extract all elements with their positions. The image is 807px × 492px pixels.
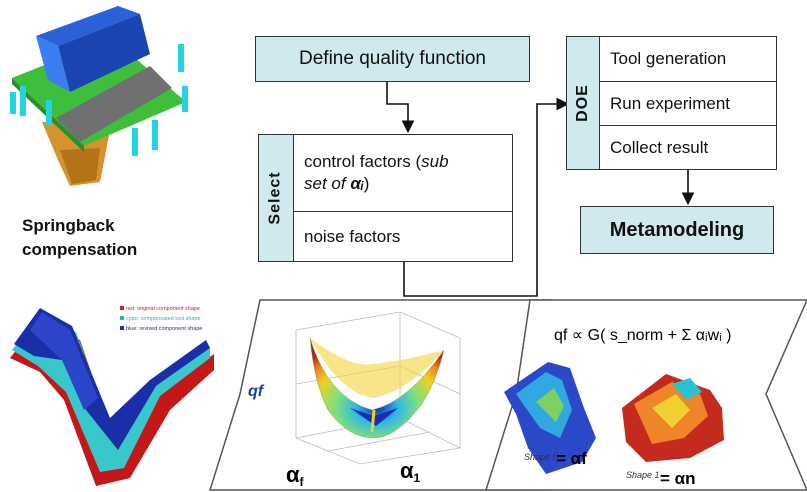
shape-f-caption: Shape f: [524, 452, 557, 462]
doe-step-label: Run experiment: [610, 93, 731, 113]
doe-step-label: Collect result: [610, 137, 709, 157]
quality-formula: qf ∝ G( s_norm + Σ αᵢwᵢ ): [554, 327, 731, 344]
control-factors-italic: sub: [421, 152, 449, 171]
surface-ylabel: qf: [248, 383, 265, 400]
metamodeling-label: Metamodeling: [609, 218, 745, 241]
control-factors-close: ): [363, 174, 370, 193]
legend-original: red: original component shape: [126, 306, 200, 312]
doe-step-label: Tool generation: [610, 49, 727, 68]
springback-part-illustration: [10, 6, 188, 186]
springback-caption-line1: Springback: [22, 216, 115, 235]
doe-step-collect-result: Collect result: [600, 125, 776, 169]
arrow-quality-to-select: [386, 82, 415, 134]
doe-label: DOE: [574, 84, 592, 122]
shape-1-caption: Shape 1: [626, 470, 660, 480]
select-label-box: Select: [258, 134, 294, 262]
doe-steps-box: Tool generation Run experiment Collect r…: [599, 36, 777, 170]
define-quality-function-label: Define quality function: [299, 48, 486, 69]
control-factors-cell: control factors (sub set of αᵢ): [294, 135, 512, 211]
shape-1-symbol: = αn: [660, 469, 696, 488]
arrow-select-to-doe: [403, 97, 570, 297]
metamodeling-box: Metamodeling: [580, 206, 774, 254]
noise-factors-label: noise factors: [304, 226, 401, 246]
springback-result-illustration: red: original component shape cyan: comp…: [10, 306, 214, 486]
legend-revised: blue: revised component shape: [126, 326, 202, 332]
doe-label-box: DOE: [566, 36, 600, 170]
doe-step-tool-generation: Tool generation: [600, 37, 776, 81]
quality-surface-panel: qf αf α1: [208, 299, 552, 491]
springback-caption-line2: compensation: [22, 240, 138, 259]
control-factors-italic2: set of: [304, 174, 351, 193]
shape-basis-panel: qf ∝ G( s_norm + Σ αᵢwᵢ ) Shape f = αf S…: [484, 299, 807, 491]
shape-f-illustration: [504, 362, 596, 474]
doe-step-run-experiment: Run experiment: [600, 81, 776, 125]
surface-xlabel-alpha-1: α1: [400, 458, 421, 485]
springback-caption: Springback compensation: [22, 214, 137, 262]
legend-compensated: cyan: compensated tool shape: [126, 316, 201, 322]
shape-1-illustration: [622, 374, 724, 462]
surface-xlabel-alpha-f: αf: [286, 462, 305, 489]
select-label: Select: [267, 171, 285, 225]
define-quality-function-box: Define quality function: [255, 36, 530, 82]
select-factors-box: control factors (sub set of αᵢ) noise fa…: [293, 134, 513, 262]
shape-f-symbol: = αf: [556, 449, 587, 468]
control-factors-alpha: αᵢ: [350, 174, 364, 193]
noise-factors-cell: noise factors: [294, 211, 512, 261]
control-factors-text: control factors (: [304, 152, 422, 171]
